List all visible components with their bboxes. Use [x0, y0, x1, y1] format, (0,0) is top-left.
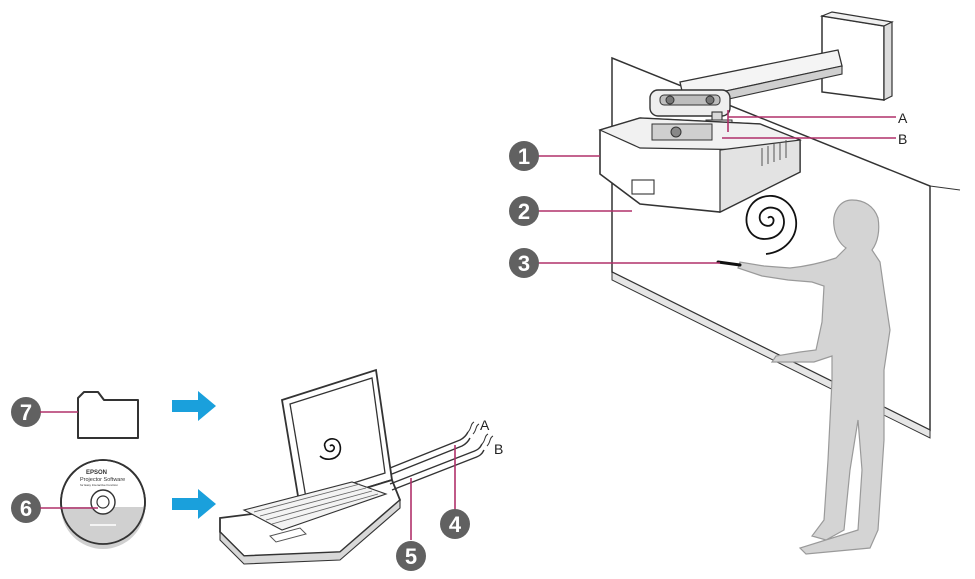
cable-label-b-top: B [898, 131, 907, 147]
svg-text:7: 7 [20, 400, 32, 425]
callout-7: 7 [11, 397, 41, 427]
laptop [219, 368, 402, 565]
arrow-right-icon [172, 489, 216, 519]
cd-brand: EPSON [86, 470, 107, 476]
svg-text:3: 3 [518, 251, 530, 276]
callout-4: 4 [440, 509, 470, 539]
svg-text:6: 6 [20, 496, 32, 521]
callout-1: 1 [509, 141, 539, 171]
cd-subtitle: for Easy Interactive Function [80, 483, 118, 487]
svg-text:5: 5 [405, 544, 417, 569]
cable-label-b-laptop: B [494, 441, 503, 457]
svg-text:4: 4 [449, 512, 462, 537]
laptop-spiral-icon [319, 438, 342, 460]
svg-text:1: 1 [518, 144, 530, 169]
svg-text:2: 2 [518, 199, 530, 224]
cable-break-marks [467, 421, 494, 447]
cd-disc-icon: EPSON Projector Software for Easy Intera… [60, 459, 146, 549]
person-presenter [737, 199, 891, 555]
cable-label-a-top: A [898, 110, 908, 126]
projector [598, 117, 802, 213]
folder-icon [77, 391, 139, 439]
interactive-pen [716, 260, 742, 267]
cables [389, 431, 485, 491]
cable-label-a-laptop: A [480, 417, 490, 433]
callout-5: 5 [396, 541, 426, 571]
cd-title: Projector Software [80, 477, 125, 483]
wall-mount [649, 11, 894, 139]
callout-3: 3 [509, 248, 539, 278]
leader-lines-top [537, 110, 896, 264]
callout-6: 6 [11, 493, 41, 523]
projected-spiral-icon [745, 195, 797, 255]
arrow-right-icon [172, 391, 216, 421]
callout-2: 2 [509, 196, 539, 226]
